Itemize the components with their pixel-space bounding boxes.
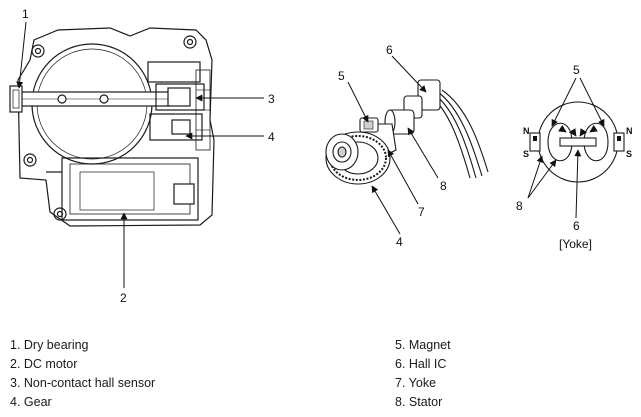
legend-item-yoke: 7. Yoke [395,376,437,390]
legend-item-stator: 8. Stator [395,395,443,409]
legend-item-gear: 4. Gear [10,395,52,409]
pole-n-right: N [626,126,633,136]
legend-left: 1. Dry bearing 2. DC motor 3. Non-contac… [10,336,155,412]
callout-1: 1 [22,7,29,21]
pole-s-left: S [523,149,529,159]
legend-item-hall-ic: 6. Hall IC [395,357,447,371]
callout-2: 2 [120,291,127,305]
callout-5-right: 5 [573,63,580,77]
throttle-body-housing [9,27,215,227]
callout-5-middle: 5 [338,69,345,83]
callout-6-right: 6 [573,219,580,233]
yoke-caption: [Yoke] [559,237,592,251]
pole-n-left: N [523,126,530,136]
legend-item-dc-motor: 2. DC motor [10,357,78,371]
callout-7: 7 [418,205,425,219]
callout-8-middle: 8 [440,179,447,193]
legend-item-dry-bearing: 1. Dry bearing [10,338,89,352]
gear-magnet-assembly [325,79,489,185]
legend-right: 5. Magnet 6. Hall IC 7. Yoke 8. Stator [395,336,451,412]
callout-3: 3 [268,92,275,106]
legend-item-magnet: 5. Magnet [395,338,451,352]
left-leaders [16,21,264,288]
callout-4: 4 [268,130,275,144]
pole-s-right: S [626,149,632,159]
callout-6-middle: 6 [386,43,393,57]
legend-item-hall-sensor: 3. Non-contact hall sensor [10,376,156,390]
magnetic-circuit-schematic [529,101,625,183]
right-leaders [527,77,605,219]
callout-8-right: 8 [516,199,523,213]
middle-leaders [347,55,439,235]
callout-4-middle: 4 [396,235,403,249]
